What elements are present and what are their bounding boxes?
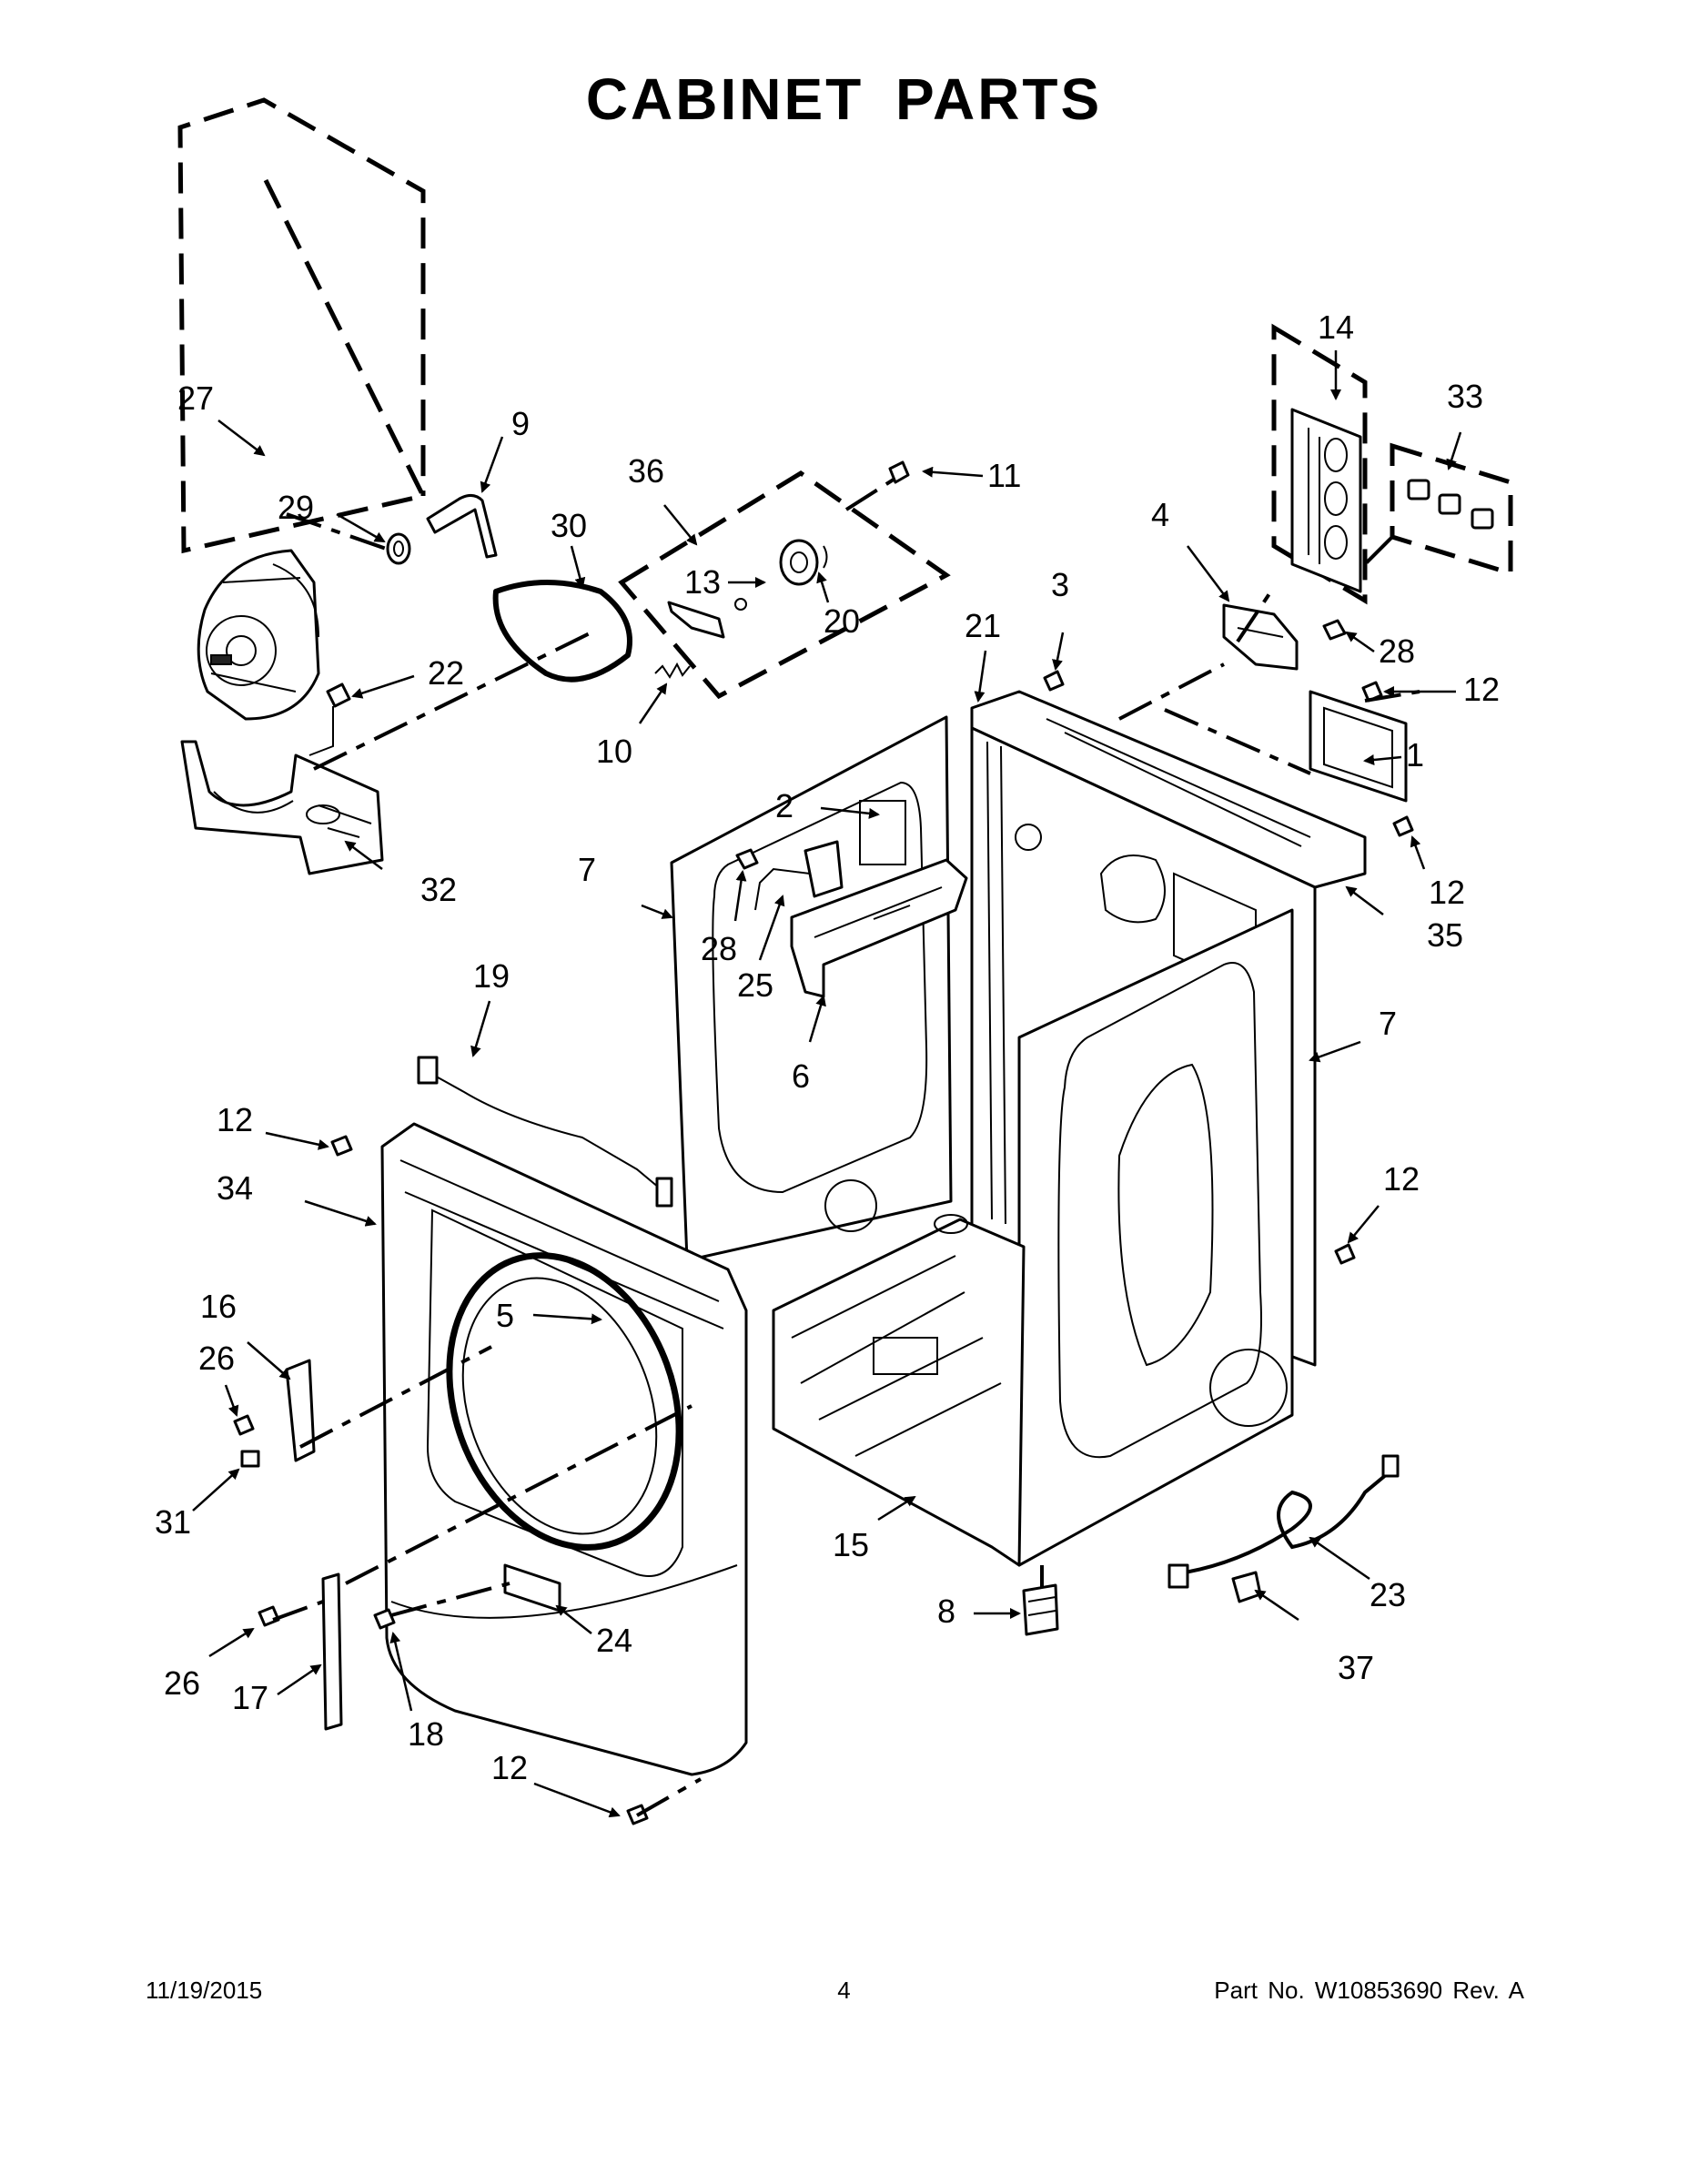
callout-2: 2	[775, 787, 793, 824]
callout-28-mid: 28	[701, 930, 737, 967]
callout-25: 25	[737, 966, 773, 1004]
callout-20: 20	[824, 602, 860, 640]
power-cord	[1167, 1454, 1400, 1589]
callout-14: 14	[1318, 308, 1354, 346]
page-title: CABINET PARTS	[585, 66, 1103, 132]
callout-6: 6	[792, 1057, 810, 1095]
callout-3: 3	[1051, 566, 1069, 603]
callout-19: 19	[473, 957, 510, 995]
callout-22: 22	[428, 654, 464, 692]
callout-33: 33	[1447, 378, 1483, 415]
screw-11	[888, 460, 910, 484]
screw-26-lower	[258, 1605, 280, 1627]
callout-15: 15	[833, 1526, 869, 1563]
callout-26-upper: 26	[198, 1340, 235, 1377]
callout-12-bottom: 12	[491, 1749, 528, 1786]
access-cover	[1309, 690, 1408, 803]
leveling-leg	[1022, 1583, 1059, 1636]
drive-motor	[197, 549, 320, 721]
door-switch-25	[754, 840, 844, 911]
callout-21: 21	[965, 607, 1001, 644]
screw-26-upper	[233, 1414, 255, 1436]
screw-12-front	[330, 1135, 353, 1157]
callout-36: 36	[628, 452, 664, 490]
callout-18: 18	[408, 1715, 444, 1753]
harness-bracket	[790, 858, 968, 998]
callout-11: 11	[987, 457, 1021, 494]
hinge-bracket-16	[285, 1359, 316, 1462]
ground-screw-22	[308, 682, 351, 756]
idler-spring	[654, 662, 691, 679]
callout-28-top: 28	[1379, 632, 1415, 670]
wire-harness-19	[417, 1056, 673, 1208]
hinge-strip-17	[321, 1572, 343, 1731]
terminal-block	[1290, 408, 1362, 593]
group-box-terminal-block	[1271, 323, 1368, 605]
screw-12-right	[1334, 1243, 1356, 1265]
idler-bracket	[667, 598, 747, 639]
idler-pulley	[779, 539, 828, 586]
callout-32: 32	[420, 871, 457, 908]
callout-7-lower: 7	[1379, 1005, 1397, 1042]
footer-page-number: 4	[837, 1977, 851, 2004]
terminal-bracket	[1222, 603, 1299, 671]
callout-37: 37	[1338, 1649, 1374, 1686]
assembly-lines	[272, 476, 1420, 1817]
callout-12-front: 12	[217, 1101, 253, 1138]
callout-10: 10	[596, 733, 632, 770]
callout-7-upper: 7	[578, 851, 596, 888]
callout-9: 9	[511, 405, 530, 442]
callout-35: 35	[1427, 916, 1463, 954]
screw-18	[373, 1608, 396, 1630]
screw-12-rear-upper	[1361, 681, 1383, 703]
callout-5: 5	[496, 1297, 514, 1334]
callout-4: 4	[1151, 496, 1169, 533]
motor-pulley	[386, 532, 411, 565]
screw-28-top	[1322, 619, 1347, 641]
callout-29: 29	[278, 489, 314, 526]
spacer-31	[240, 1450, 260, 1468]
callout-1: 1	[1406, 736, 1424, 774]
cabinet-base	[772, 1214, 1026, 1567]
group-box-clips	[1390, 442, 1513, 577]
terminal-clips	[1407, 479, 1494, 530]
callout-27: 27	[177, 379, 214, 417]
cord-clamp	[1231, 1571, 1262, 1603]
group-box-motor	[177, 97, 427, 554]
callout-8: 8	[937, 1592, 955, 1630]
screw-28-mid	[735, 848, 759, 870]
callout-24: 24	[596, 1622, 632, 1659]
callout-12-rear-upper: 12	[1463, 671, 1500, 708]
footer-part-number: Part No. W10853690 Rev. A	[1214, 1977, 1524, 2004]
callout-30: 30	[551, 507, 587, 544]
callout-17: 17	[232, 1679, 268, 1716]
callout-31: 31	[155, 1503, 191, 1541]
door-seal	[446, 1252, 682, 1551]
callout-labels: 1 2 3 4 5 6 7 7 8 9 10 11 12 12 12 12 12…	[155, 308, 1500, 1786]
leader-lines	[192, 350, 1462, 1818]
drive-belt	[492, 580, 632, 682]
footer-date: 11/19/2015	[146, 1977, 263, 2004]
callout-26-lower: 26	[164, 1664, 200, 1702]
callout-12-rear-lower: 12	[1429, 874, 1465, 911]
screw-3	[1043, 670, 1065, 692]
callout-23: 23	[1370, 1576, 1406, 1613]
callout-12-right: 12	[1383, 1160, 1420, 1198]
group-box-blower	[618, 470, 951, 700]
motor-strap	[426, 494, 498, 559]
screw-12-rear-lower	[1392, 815, 1414, 837]
callout-16: 16	[200, 1288, 237, 1325]
callout-13: 13	[684, 563, 721, 601]
callout-34: 34	[217, 1169, 253, 1207]
motor-mount	[180, 740, 384, 875]
